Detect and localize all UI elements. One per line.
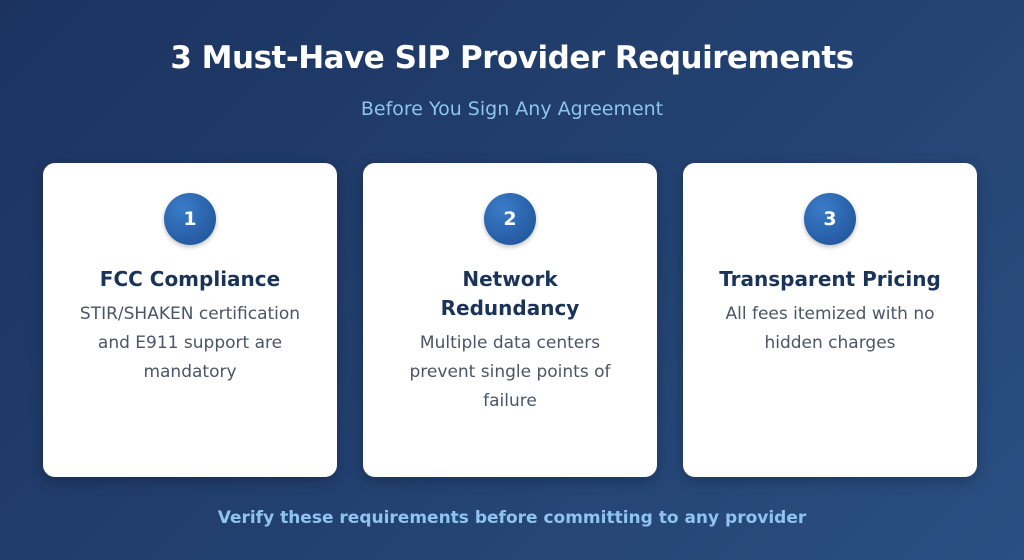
page-subtitle: Before You Sign Any Agreement bbox=[360, 98, 664, 120]
number-badge: 2 bbox=[484, 193, 536, 245]
requirement-card-3: 3 Transparent Pricing All fees itemized … bbox=[683, 163, 977, 477]
card-description: All fees itemized with no hidden charges bbox=[725, 304, 935, 353]
card-title: Network Redundancy bbox=[440, 267, 580, 320]
number-badge: 1 bbox=[164, 193, 216, 245]
requirement-card-2: 2 Network Redundancy Multiple data cente… bbox=[363, 163, 657, 477]
card-title: Transparent Pricing bbox=[719, 267, 941, 291]
requirement-card-1: 1 FCC Compliance STIR/SHAKEN certificati… bbox=[43, 163, 337, 477]
card-description: Multiple data centers prevent single poi… bbox=[409, 333, 611, 411]
card-description: STIR/SHAKEN certification and E911 suppo… bbox=[79, 304, 301, 382]
card-title: FCC Compliance bbox=[99, 267, 281, 291]
page-title: 3 Must-Have SIP Provider Requirements bbox=[170, 40, 854, 76]
footer-note: Verify these requirements before committ… bbox=[217, 508, 807, 528]
number-badge: 3 bbox=[804, 193, 856, 245]
